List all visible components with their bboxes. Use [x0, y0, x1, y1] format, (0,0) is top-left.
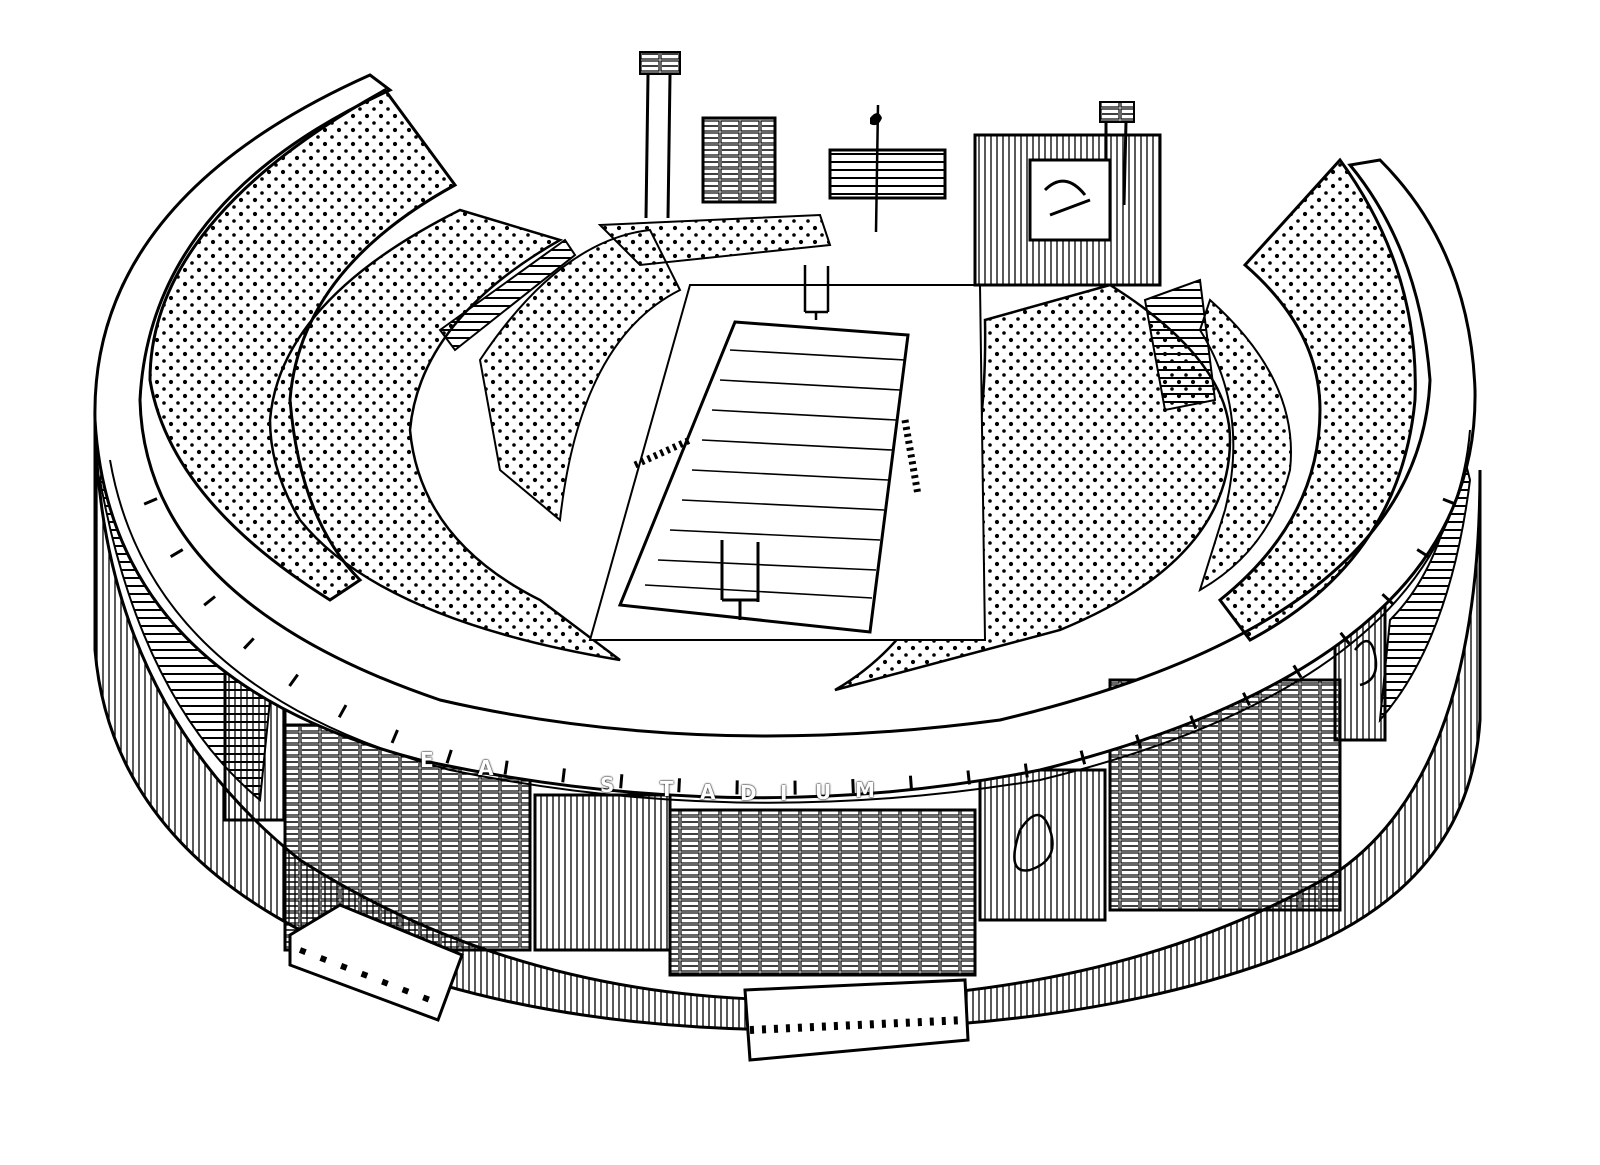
- upper-rim: [93, 73, 1477, 804]
- light-towers: [639, 51, 1135, 219]
- entrance-canopies: [288, 903, 970, 1062]
- stair-aisles: [438, 238, 1217, 412]
- football-field: [588, 265, 987, 641]
- scoreboards: [701, 104, 1162, 287]
